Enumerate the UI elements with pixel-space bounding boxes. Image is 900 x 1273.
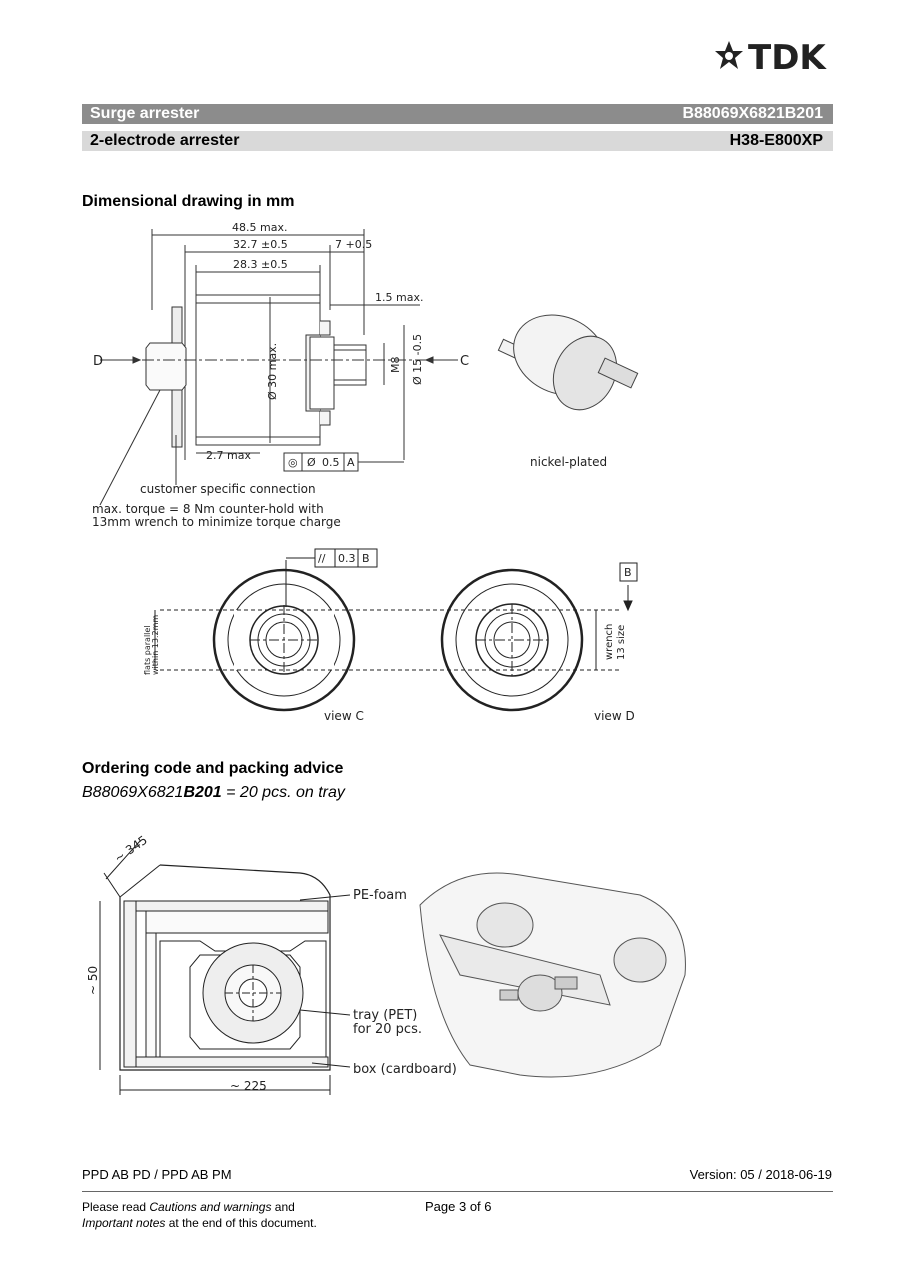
ordering-code: B88069X6821B201 = 20 pcs. on tray xyxy=(82,784,345,802)
dim-body: 32.7 ±0.5 xyxy=(233,238,288,251)
box-label: box (cardboard) xyxy=(353,1062,457,1077)
diameter-symbol: Ø xyxy=(307,456,316,469)
tray-label-line1: tray (PET) xyxy=(353,1008,417,1023)
view-c-label: view C xyxy=(324,709,364,723)
ordering-code-suffix-bold: B201 xyxy=(183,784,222,801)
ordering-code-prefix: B88069X6821 xyxy=(82,784,184,801)
footer-note-text-c: and xyxy=(271,1200,295,1214)
product-subtype: 2-electrode arrester xyxy=(90,132,240,149)
tolerance-value: 0.5 xyxy=(322,456,340,469)
view-c-drawing xyxy=(154,548,620,712)
flats-note-line2: within 13.2mm xyxy=(151,615,160,675)
header-band-primary: Surge arrester B88069X6821B201 xyxy=(82,104,833,124)
wrench-note-line1: wrench xyxy=(604,624,615,660)
datum-b-ref: B xyxy=(362,552,370,565)
footer-note-important: Important notes xyxy=(82,1216,166,1230)
dim-box-height: ~ 50 xyxy=(86,966,100,995)
dim-thread-length: 2.7 max xyxy=(206,449,251,462)
ordering-title: Ordering code and packing advice xyxy=(82,760,344,777)
arrester-3d-illustration xyxy=(497,314,639,411)
parallelism-value: 0.3 xyxy=(338,552,356,565)
footer-version: Version: 05 / 2018-06-19 xyxy=(689,1167,832,1182)
footer-note-text-e: at the end of this document. xyxy=(165,1216,317,1230)
footer-note-text-a: Please read xyxy=(82,1200,150,1214)
datum-a: A xyxy=(347,456,355,469)
dim-inner: 28.3 ±0.5 xyxy=(233,258,288,271)
concentricity-symbol: ◎ xyxy=(288,456,298,469)
label-c: C xyxy=(460,354,469,369)
footer-note-cautions: Cautions and warnings xyxy=(149,1200,272,1214)
connection-label: customer specific connection xyxy=(140,482,316,496)
torque-note-line2: 13mm wrench to minimize torque charge xyxy=(92,515,341,529)
wrench-note-line2: 13 size xyxy=(616,625,627,660)
tdk-star-icon xyxy=(715,41,743,69)
footer-divider xyxy=(82,1191,833,1192)
label-d: D xyxy=(93,354,103,369)
dim-overall: 48.5 max. xyxy=(232,221,287,234)
dim-flange: Ø 15 -0.5 xyxy=(411,334,424,385)
tdk-logo: TDK xyxy=(715,38,827,74)
dim-stud: 7 +0.5 xyxy=(335,238,372,251)
dimensional-drawing: 48.5 max. 32.7 ±0.5 7 +0.5 28.3 ±0.5 1.5… xyxy=(92,221,639,723)
dim-thread: M8 xyxy=(389,357,402,374)
model-number: H38-E800XP xyxy=(729,132,823,149)
view-d-drawing xyxy=(440,562,638,712)
dim-box-depth: ~ 345 xyxy=(112,833,150,866)
nickel-plated-label: nickel-plated xyxy=(530,455,607,469)
footer-department: PPD AB PD / PPD AB PM xyxy=(82,1167,232,1182)
torque-note-line1: max. torque = 8 Nm counter-hold with xyxy=(92,502,324,516)
dimensional-title: Dimensional drawing in mm xyxy=(82,193,295,210)
flats-note-line1: flats parallel xyxy=(143,625,152,675)
ordering-code-description: = 20 pcs. on tray xyxy=(221,784,345,801)
datum-b: B xyxy=(624,566,632,579)
footer-note: Please read Cautions and warnings and Im… xyxy=(82,1199,412,1231)
dim-diameter: Ø 30 max. xyxy=(266,343,279,400)
svg-text:TDK: TDK xyxy=(748,38,827,74)
part-number: B88069X6821B201 xyxy=(682,105,823,122)
tray-3d-illustration xyxy=(419,872,686,1078)
foam-label: PE-foam xyxy=(353,888,407,903)
dim-gap: 1.5 max. xyxy=(375,291,423,304)
parallelism-symbol: // xyxy=(318,552,326,565)
packing-drawing: ~ 345 ~ 50 ~ 225 PE-foam tray (PET) for … xyxy=(86,833,686,1095)
tray-label-line2: for 20 pcs. xyxy=(353,1022,422,1037)
dim-box-width: ~ 225 xyxy=(230,1079,267,1093)
view-d-label: view D xyxy=(594,709,635,723)
page-number: Page 3 of 6 xyxy=(425,1199,492,1214)
product-type: Surge arrester xyxy=(90,105,200,122)
header-band-secondary: 2-electrode arrester H38-E800XP xyxy=(82,131,833,151)
